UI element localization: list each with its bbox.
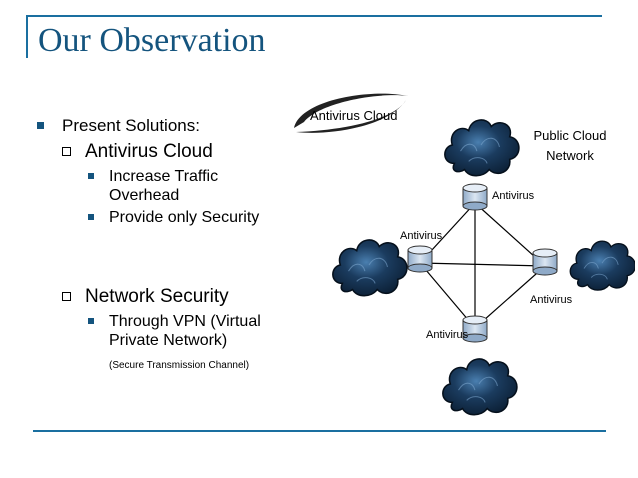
- antivirus-label-right: Antivirus: [530, 294, 573, 306]
- left-rule: [26, 15, 28, 58]
- square-bullet-icon: [37, 122, 44, 129]
- cloud-icon-top: [444, 119, 520, 177]
- public-cloud-network-label: Network: [546, 148, 594, 163]
- antivirus-node-right: [532, 248, 558, 276]
- antivirus-node-bottom: [462, 315, 488, 343]
- cloud-icon-left: [332, 239, 408, 297]
- antivirus-node-top: [462, 183, 488, 211]
- antivirus-label-left: Antivirus: [400, 230, 443, 242]
- antivirus-cloud-logo: Antivirus Cloud: [294, 93, 408, 133]
- antivirus-label-bottom: Antivirus: [426, 329, 469, 341]
- bullet-vpn-line2: Private Network): [109, 332, 228, 349]
- bullet-security-only: Provide only Security: [109, 209, 260, 226]
- top-rule: [28, 15, 602, 17]
- bullet-antivirus-cloud: Antivirus Cloud: [85, 141, 213, 162]
- square-bullet-icon: [88, 173, 94, 179]
- square-bullet-icon: [88, 214, 94, 220]
- bullet-vpn-line1: Through VPN (Virtual: [109, 313, 261, 330]
- slide-title: Our Observation: [38, 22, 266, 59]
- hollow-square-bullet-icon: [62, 292, 71, 301]
- public-cloud-label: Public Cloud: [534, 128, 607, 143]
- bullet-increase-traffic: Increase Traffic Overhead: [109, 167, 218, 205]
- bottom-rule: [33, 430, 606, 432]
- bullet-increase-traffic-line2: Overhead: [109, 187, 180, 204]
- hollow-square-bullet-icon: [62, 147, 71, 156]
- cloud-icon-bottom: [442, 358, 518, 416]
- antivirus-label-top: Antivirus: [492, 190, 535, 202]
- bullet-network-security: Network Security: [85, 286, 229, 307]
- secure-transmission-note: (Secure Transmission Channel): [109, 360, 250, 371]
- network-diagram: Antivirus Cloud Public Cloud Network Ant…: [294, 93, 635, 416]
- bullet-vpn: Through VPN (Virtual Private Network): [109, 312, 261, 350]
- square-bullet-icon: [88, 318, 94, 324]
- bullet-increase-traffic-line1: Increase Traffic: [109, 168, 219, 185]
- antivirus-node-left: [407, 245, 433, 273]
- cloud-icon-right: [569, 240, 635, 291]
- bullet-present-solutions: Present Solutions:: [62, 116, 200, 135]
- network-links: [419, 202, 546, 329]
- antivirus-cloud-logo-label: Antivirus Cloud: [310, 108, 397, 123]
